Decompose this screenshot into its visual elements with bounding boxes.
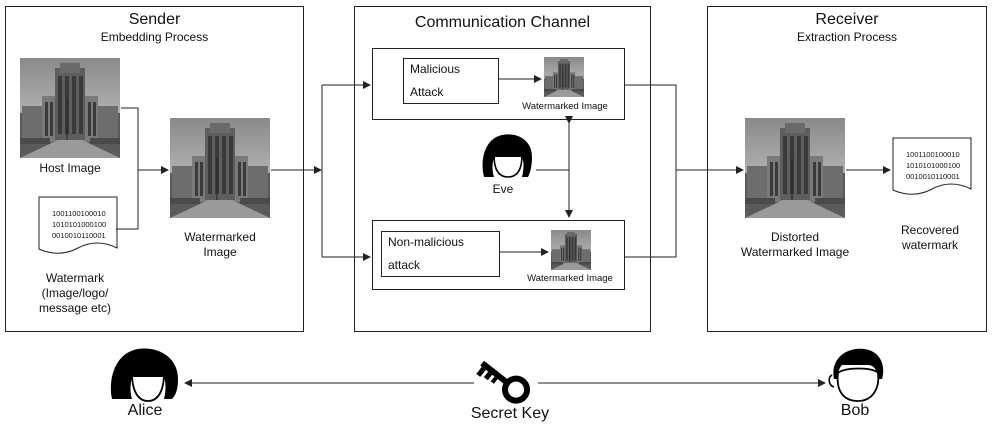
malicious-image-label: Watermarked Image bbox=[522, 101, 608, 112]
eve-label: Eve bbox=[492, 182, 514, 196]
sender-subtitle: Embedding Process bbox=[100, 30, 209, 44]
malicious-label-1: Malicious bbox=[410, 62, 461, 76]
recovered-watermark-document-icon bbox=[892, 137, 972, 195]
watermarked-label-1: Watermarked bbox=[184, 230, 256, 244]
watermark-document-icon bbox=[38, 196, 118, 254]
eve-face-icon bbox=[482, 134, 532, 178]
recovered-label-2: watermark bbox=[901, 238, 958, 252]
nonmalicious-label-1: Non-malicious bbox=[388, 235, 465, 249]
host-image-label: Host Image bbox=[39, 161, 101, 175]
watermark-bits-3: 0010010110001 bbox=[52, 231, 106, 240]
sender-title: Sender bbox=[128, 11, 181, 28]
recovered-bits-2: 1010101000100 bbox=[906, 161, 961, 170]
distorted-label-1: Distorted bbox=[770, 230, 820, 244]
secret-key-label: Secret Key bbox=[470, 405, 550, 422]
malicious-label-2: Attack bbox=[410, 85, 444, 99]
nonmalicious-label-2: attack bbox=[388, 258, 421, 272]
alice-face-icon bbox=[110, 348, 178, 402]
recovered-bits-1: 1001100100010 bbox=[906, 150, 960, 159]
watermark-bits-1: 1001100100010 bbox=[52, 209, 106, 218]
receiver-title: Receiver bbox=[815, 11, 879, 28]
receiver-subtitle: Extraction Process bbox=[796, 30, 898, 44]
nonmalicious-attack-box bbox=[381, 231, 500, 277]
nonmalicious-image-label: Watermarked Image bbox=[527, 273, 613, 284]
key-icon bbox=[476, 360, 531, 404]
watermarked-label-2: Image bbox=[203, 245, 237, 259]
distorted-label-2: Watermarked Image bbox=[740, 245, 850, 259]
recovered-bits-3: 0010010110001 bbox=[906, 172, 960, 181]
bob-label: Bob bbox=[840, 402, 870, 419]
recovered-label-1: Recovered bbox=[900, 223, 960, 237]
malicious-attack-box bbox=[403, 58, 499, 104]
bob-face-icon bbox=[828, 348, 884, 402]
watermark-label-1: Watermark bbox=[45, 271, 105, 285]
watermark-label-2: (Image/logo/ bbox=[41, 286, 109, 300]
watermark-bits-2: 1010101000100 bbox=[52, 220, 107, 229]
channel-title: Communication Channel bbox=[414, 14, 591, 31]
alice-label: Alice bbox=[127, 402, 163, 419]
watermark-label-3: message etc) bbox=[38, 301, 112, 315]
